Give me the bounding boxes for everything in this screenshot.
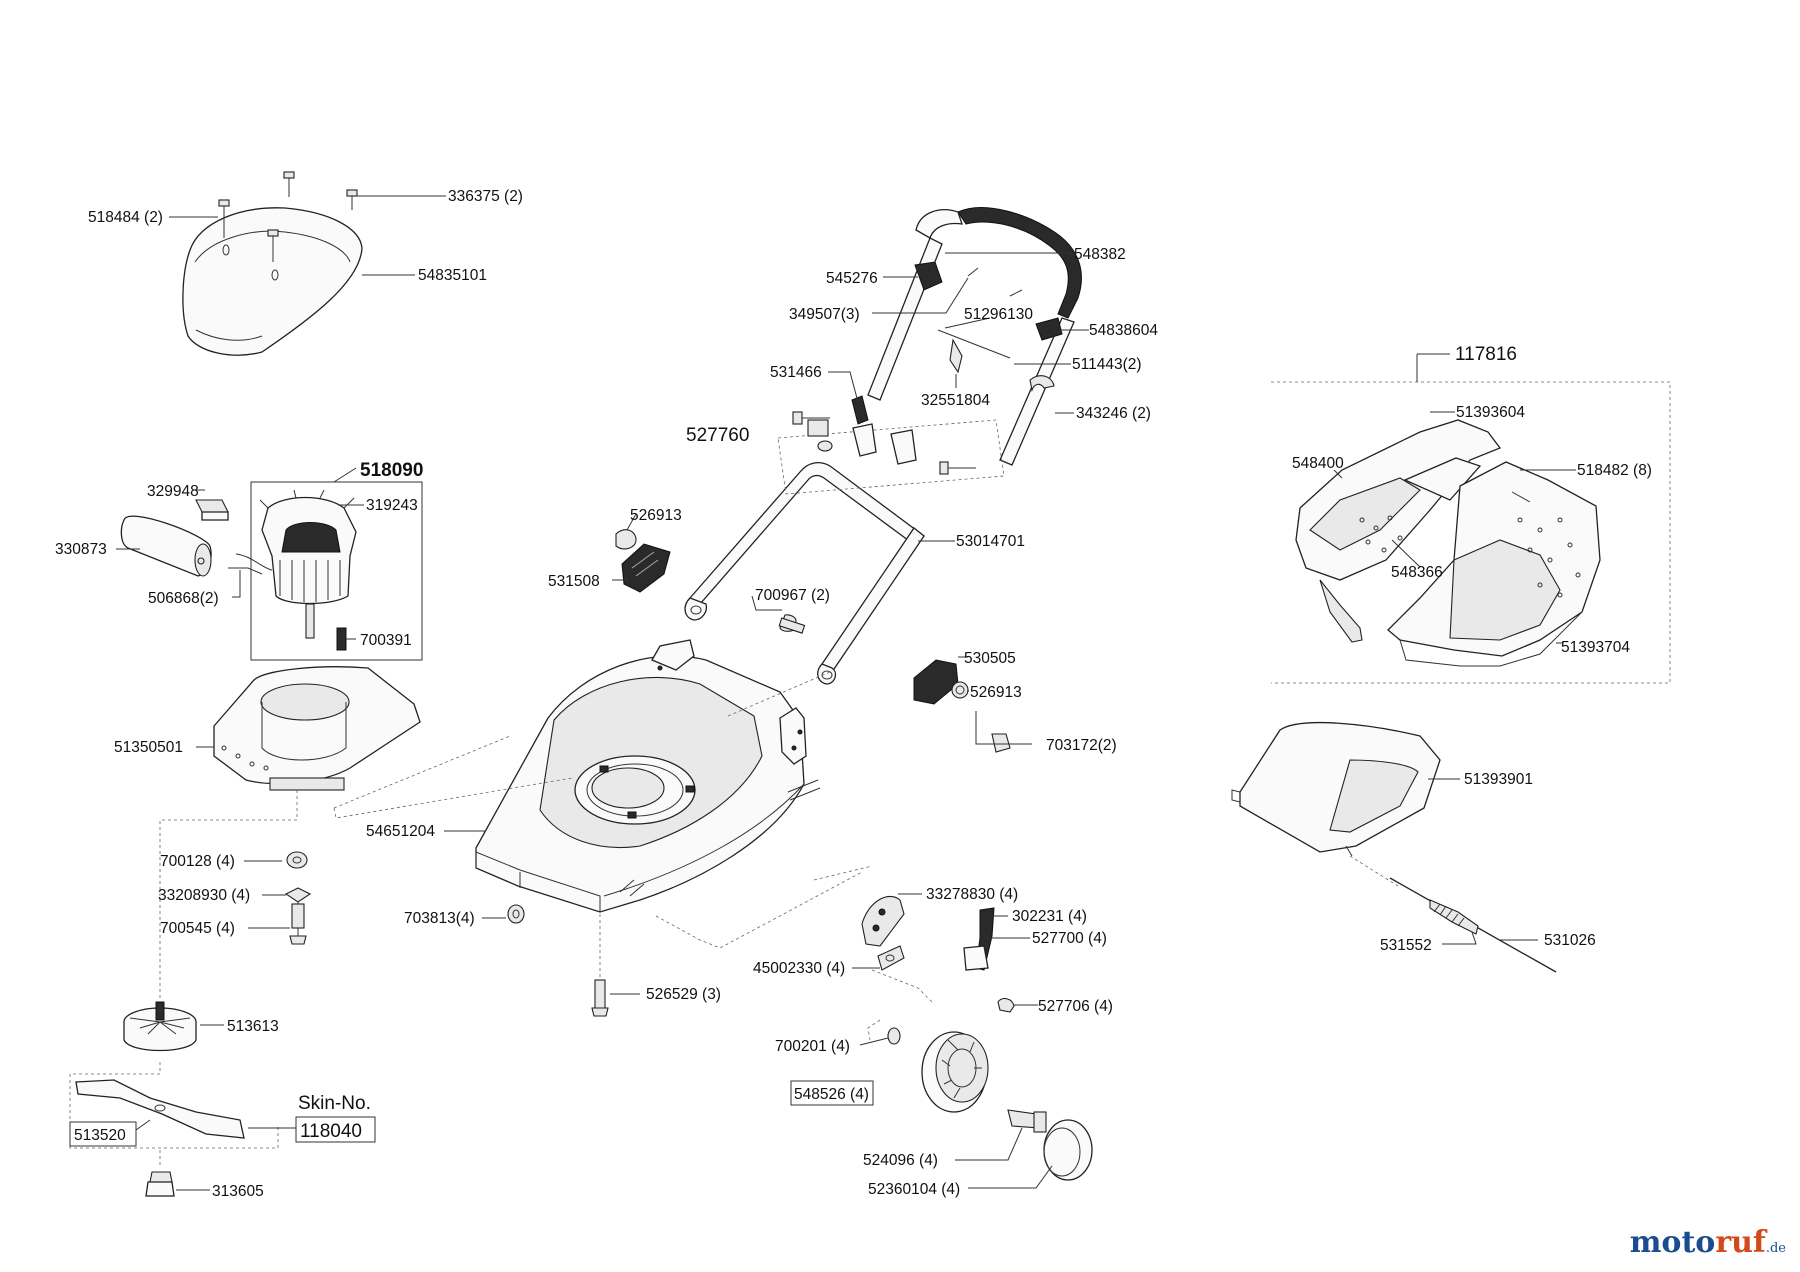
label-54835101: 54835101 xyxy=(418,267,487,284)
watermark-main-a: moto xyxy=(1629,1225,1716,1260)
motor-cover-part xyxy=(182,207,363,356)
motor-cover-group xyxy=(182,171,363,356)
label-51296130: 51296130 xyxy=(964,306,1033,323)
mower-deck-group xyxy=(333,639,831,913)
motor-mount-group xyxy=(213,666,421,791)
grass-box-group xyxy=(1271,353,1671,684)
label-506868: 506868(2) xyxy=(148,590,219,607)
label-51350501: 51350501 xyxy=(114,739,183,756)
label-526529: 526529 (3) xyxy=(646,986,721,1003)
label-545276: 545276 xyxy=(826,270,878,287)
label-319243: 319243 xyxy=(366,497,418,514)
label-513613: 513613 xyxy=(227,1018,279,1035)
label-349507: 349507(3) xyxy=(789,306,860,323)
label-700545: 700545 (4) xyxy=(160,920,235,937)
label-51393604: 51393604 xyxy=(1456,404,1525,421)
label-524096: 524096 (4) xyxy=(863,1152,938,1169)
label-700128: 700128 (4) xyxy=(160,853,235,870)
upper-handle-part xyxy=(957,207,1082,319)
label-51393901: 51393901 xyxy=(1464,771,1533,788)
label-526913-top: 526913 xyxy=(630,507,682,524)
fastener-group xyxy=(159,790,609,1017)
label-32551804: 32551804 xyxy=(921,392,990,409)
rear-flap-group xyxy=(1231,721,1441,887)
label-329948: 329948 xyxy=(147,483,199,500)
label-117816: 117816 xyxy=(1455,344,1517,365)
label-531552: 531552 xyxy=(1380,937,1432,954)
label-518090: 518090 xyxy=(360,460,423,481)
label-700201: 700201 (4) xyxy=(775,1038,850,1055)
label-526913-mid: 526913 xyxy=(970,684,1022,701)
wheel-assembly-group xyxy=(655,865,1093,1181)
screw-icon xyxy=(218,171,358,281)
label-54838604: 54838604 xyxy=(1089,322,1158,339)
rear-axle-group xyxy=(1389,877,1557,973)
label-527706: 527706 (4) xyxy=(1038,998,1113,1015)
label-511443: 511443(2) xyxy=(1072,356,1142,373)
watermark-logo: motoruf.de xyxy=(1630,1225,1786,1260)
label-513520: 513520 xyxy=(74,1127,126,1144)
label-52360104: 52360104 (4) xyxy=(868,1181,960,1198)
label-302231: 302231 (4) xyxy=(1012,908,1087,925)
label-548382: 548382 xyxy=(1074,246,1126,263)
label-51393704: 51393704 xyxy=(1561,639,1630,656)
label-518482: 518482 (8) xyxy=(1577,462,1652,479)
watermark-tld: .de xyxy=(1765,1241,1786,1256)
blade-assembly-group xyxy=(69,1001,279,1197)
label-700391: 700391 xyxy=(360,632,412,649)
label-703813: 703813(4) xyxy=(404,910,475,927)
label-531508: 531508 xyxy=(548,573,600,590)
blade-part xyxy=(75,1079,245,1139)
label-703172: 703172(2) xyxy=(1046,737,1117,754)
label-548366: 548366 xyxy=(1391,564,1443,581)
height-adjuster-group xyxy=(615,529,1011,753)
label-518484: 518484 (2) xyxy=(88,209,163,226)
label-700967: 700967 (2) xyxy=(755,587,830,604)
label-33278830: 33278830 (4) xyxy=(926,886,1018,903)
label-343246: 343246 (2) xyxy=(1076,405,1151,422)
label-530505: 530505 xyxy=(964,650,1016,667)
rear-flap-part xyxy=(1239,721,1441,853)
motor-group xyxy=(120,481,423,661)
label-53014701: 53014701 xyxy=(956,533,1025,550)
lower-handle-group xyxy=(684,395,1005,685)
label-548526: 548526 (4) xyxy=(794,1086,869,1103)
label-548400: 548400 xyxy=(1292,455,1344,472)
label-527700: 527700 (4) xyxy=(1032,930,1107,947)
label-118040: 118040 xyxy=(300,1121,362,1142)
watermark-main-b: ruf xyxy=(1715,1225,1766,1260)
label-531026: 531026 xyxy=(1544,932,1596,949)
upper-handle-group xyxy=(867,207,1082,466)
label-skin-no: Skin-No. xyxy=(298,1093,371,1114)
label-330873: 330873 xyxy=(55,541,107,558)
label-531466: 531466 xyxy=(770,364,822,381)
label-45002330: 45002330 (4) xyxy=(753,960,845,977)
label-527760: 527760 xyxy=(686,425,749,446)
label-54651204: 54651204 xyxy=(366,823,435,840)
label-313605: 313605 xyxy=(212,1183,264,1200)
label-33208930: 33208930 (4) xyxy=(158,887,250,904)
label-336375: 336375 (2) xyxy=(448,188,523,205)
